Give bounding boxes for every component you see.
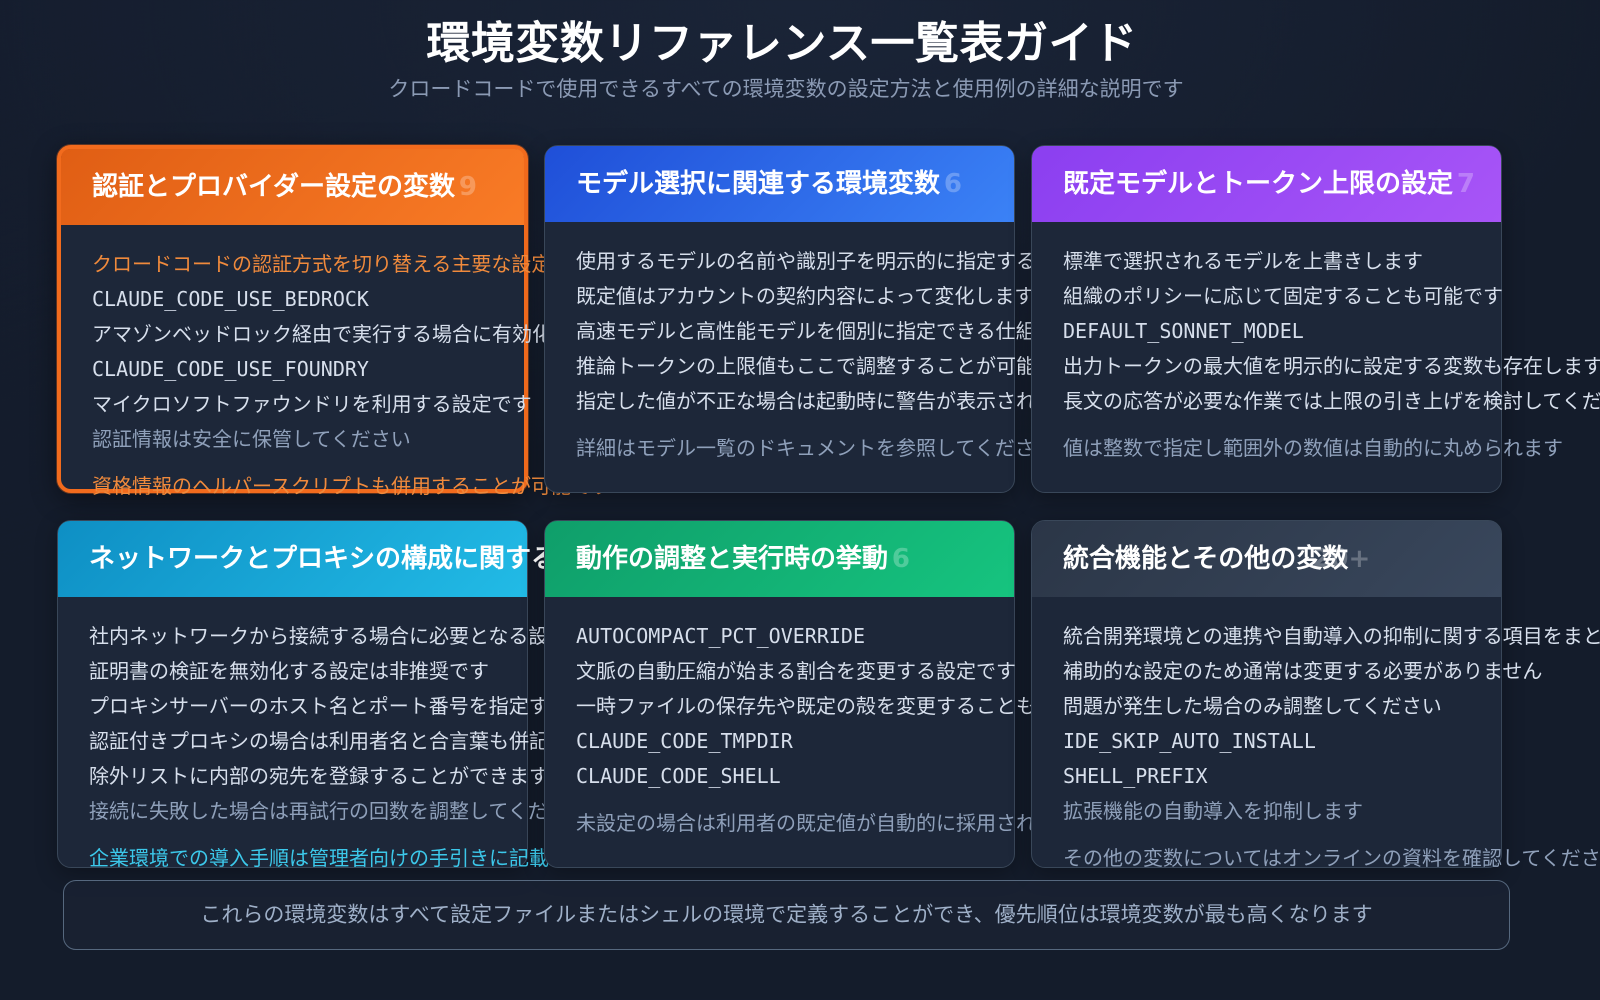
card-line: 認証付きプロキシの場合は利用者名と合言葉も併記してください — [89, 729, 668, 753]
card-line: 文脈の自動圧縮が始まる割合を変更する設定です — [576, 659, 1016, 683]
card-line: 高速モデルと高性能モデルを個別に指定できる仕組みになっています — [576, 319, 1195, 343]
card-line: 資格情報のヘルパースクリプトも併用することが可能です — [92, 474, 611, 498]
card-line: 一時ファイルの保存先や既定の殻を変更することもできます — [576, 694, 1116, 718]
card-count-badge: 6 — [891, 544, 911, 574]
card-body-auth-provider: クロードコードの認証方式を切り替える主要な設定項目です CLAUDE_CODE_U… — [61, 225, 632, 522]
card-line: CLAUDE_CODE_USE_FOUNDRY — [92, 357, 369, 381]
card-line: CLAUDE_CODE_USE_BEDROCK — [92, 287, 369, 311]
card-line: 出力トークンの最大値を明示的に設定する変数も存在します — [1063, 354, 1600, 378]
card-line: SHELL_PREFIX — [1063, 764, 1208, 788]
card-title: 動作の調整と実行時の挙動 — [576, 544, 889, 574]
card-line: 未設定の場合は利用者の既定値が自動的に採用されます — [576, 811, 1076, 835]
card-line: 社内ネットワークから接続する場合に必要となる設定をまとめています — [89, 624, 729, 648]
card-line: 補助的な設定のため通常は変更する必要がありません — [1063, 659, 1543, 683]
card-body-behavior-tuning: AUTOCOMPACT_PCT_OVERRIDE 文脈の自動圧縮が始まる割合を変更… — [545, 597, 1116, 859]
card-body-network-proxy: 社内ネットワークから接続する場合に必要となる設定をまとめています証明書の検証を無… — [58, 597, 729, 894]
card-line: 組織のポリシーに応じて固定することも可能です — [1063, 284, 1503, 308]
page-subtitle: クロードコードで使用できるすべての環境変数の設定方法と使用例の詳細な説明です — [388, 76, 1184, 101]
card-line: 接続に失敗した場合は再試行の回数を調整してください — [89, 799, 588, 823]
footer-note: これらの環境変数はすべて設定ファイルまたはシェルの環境で定義することができ、優先… — [63, 880, 1510, 950]
card-line: CLAUDE_CODE_SHELL — [576, 764, 781, 788]
card-title: モデル選択に関連する環境変数 — [576, 169, 941, 199]
page-title: 環境変数リファレンス一覧表ガイド — [426, 18, 1138, 69]
card-line: 指定した値が不正な場合は起動時に警告が表示される仕様です — [576, 389, 1136, 413]
card-line: 統合開発環境との連携や自動導入の抑制に関する項目をまとめました — [1063, 624, 1600, 648]
card-line: 標準で選択されるモデルを上書きします — [1063, 249, 1423, 273]
page-header: 環境変数リファレンス一覧表ガイド クロードコードで使用できるすべての環境変数の設… — [0, 0, 1600, 102]
card-line: その他の変数についてはオンラインの資料を確認してください — [1063, 846, 1600, 870]
card-line: プロキシサーバーのホスト名とポート番号を指定する形式になります — [89, 694, 709, 718]
card-line: 認証情報は安全に保管してください — [92, 427, 411, 451]
card-title: 統合機能とその他の変数 — [1063, 544, 1349, 574]
card-body-model-selection: 使用するモデルの名前や識別子を明示的に指定するための変数群です既定値はアカウント… — [545, 222, 1196, 484]
card-line: クロードコードの認証方式を切り替える主要な設定項目です — [92, 252, 632, 276]
card-line: 証明書の検証を無効化する設定は非推奨です — [89, 659, 489, 683]
card-line: 推論トークンの上限値もここで調整することが可能となります — [576, 354, 1136, 378]
card-title: 認証とプロバイダー設定の変数 — [92, 172, 455, 202]
card-line: IDE_SKIP_AUTO_INSTALL — [1063, 729, 1316, 753]
card-count-badge: 6 — [943, 169, 963, 199]
card-line: アマゾンベッドロック経由で実行する場合に有効化します — [92, 322, 612, 346]
card-line: DEFAULT_SONNET_MODEL — [1063, 319, 1304, 343]
card-body-integration-misc: 統合開発環境との連携や自動導入の抑制に関する項目をまとめました補助的な設定のため… — [1032, 597, 1600, 894]
card-line: CLAUDE_CODE_TMPDIR — [576, 729, 793, 753]
card-line: 問題が発生した場合のみ調整してください — [1063, 694, 1442, 718]
card-network-proxy[interactable]: ネットワークとプロキシの構成に関する設定項目2 社内ネットワークから接続する場合に… — [57, 520, 728, 870]
card-line: 既定値はアカウントの契約内容によって変化します — [576, 284, 1035, 308]
card-count-badge: 7 — [1456, 169, 1476, 199]
card-line: 長文の応答が必要な作業では上限の引き上げを検討してください — [1063, 389, 1600, 413]
card-line: AUTOCOMPACT_PCT_OVERRIDE — [576, 624, 865, 648]
card-line: 詳細はモデル一覧のドキュメントを参照してください — [576, 436, 1055, 460]
card-line: 値は整数で指定し範囲外の数値は自動的に丸められます — [1063, 436, 1563, 460]
card-line: 拡張機能の自動導入を抑制します — [1063, 799, 1363, 823]
card-header-network-proxy[interactable]: ネットワークとプロキシの構成に関する設定項目2 — [58, 521, 683, 597]
card-line: 使用するモデルの名前や識別子を明示的に指定するための変数群です — [576, 249, 1196, 273]
card-line: マイクロソフトファウンドリを利用する設定です — [92, 392, 532, 416]
card-body-model-defaults: 標準で選択されるモデルを上書きします組織のポリシーに応じて固定することも可能です… — [1032, 222, 1600, 484]
footer-note-text: これらの環境変数はすべて設定ファイルまたはシェルの環境で定義することができ、優先… — [200, 902, 1373, 927]
card-title: 既定モデルとトークン上限の設定 — [1063, 169, 1454, 199]
card-count-badge: 9 — [458, 172, 477, 202]
card-line: 企業環境での導入手順は管理者向けの手引きに記載があります — [89, 846, 649, 870]
card-line: 除外リストに内部の宛先を登録することができます — [89, 764, 549, 788]
